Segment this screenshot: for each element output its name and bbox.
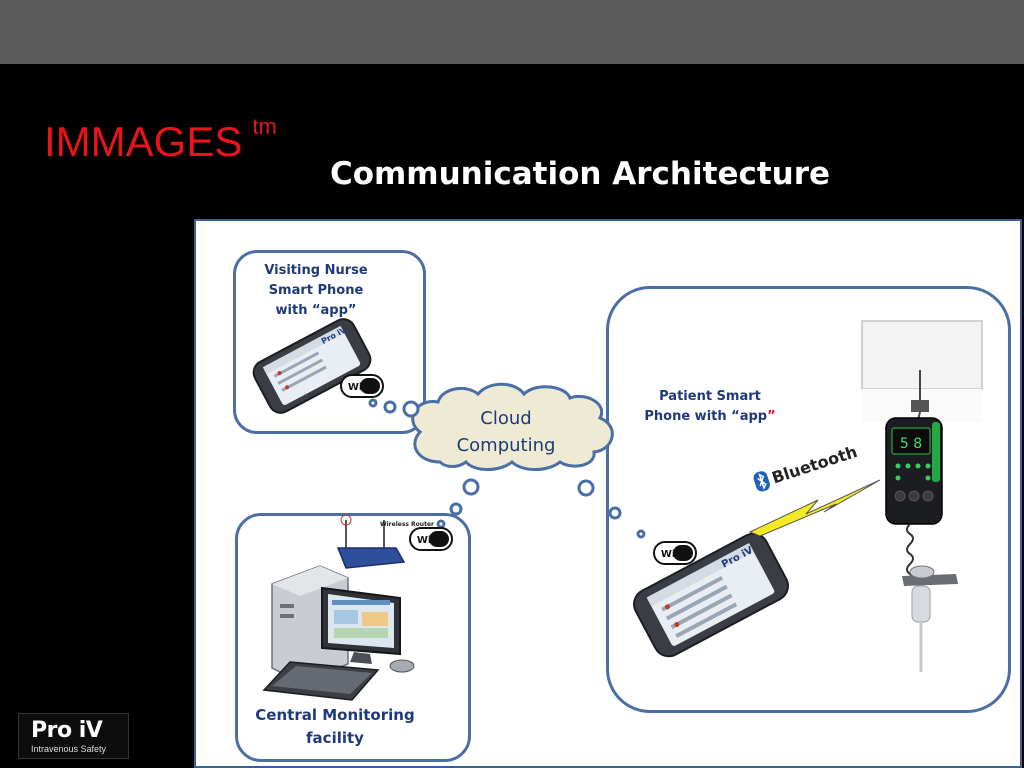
slide-title: Communication Architecture [329, 156, 831, 192]
cloud-label-line2: Computing [457, 435, 556, 456]
svg-text:Wi Fi: Wi Fi [417, 535, 445, 546]
dot-patient-1 [577, 479, 595, 497]
nurse-label: Visiting Nurse Smart Phone with “app” [264, 263, 368, 318]
wifi-badge-nurse: Wi Fi [340, 374, 384, 398]
wireless-router-icon: Wireless Router [336, 514, 434, 569]
dot-central-3 [436, 519, 446, 529]
dot-nurse-1 [368, 398, 378, 408]
patient-label: Patient Smart Phone with “app” [644, 389, 776, 424]
proiv-logo: Pro iV Intravenous Safety [18, 713, 129, 759]
dot-nurse-2 [383, 400, 397, 414]
logo-main-text: Pro iV [31, 718, 103, 743]
wifi-badge-patient: Wi Fi [653, 541, 697, 565]
svg-text:Wi Fi: Wi Fi [348, 382, 376, 393]
router-label: Wireless Router [380, 521, 434, 528]
bluetooth-logo: Bluetooth [753, 442, 860, 492]
bluetooth-label: Bluetooth [769, 442, 859, 487]
pump-display: 5 8 [900, 436, 922, 452]
dot-patient-3 [636, 529, 646, 539]
cloud-label-line1: Cloud [480, 408, 531, 429]
patient-phone-icon: Pro iV [633, 532, 789, 658]
connector-dots [368, 398, 646, 539]
dot-patient-2 [608, 506, 622, 520]
dot-nurse-3 [402, 400, 420, 418]
dot-central-1 [462, 478, 480, 496]
lightning-bolt-icon [748, 479, 881, 537]
trademark-mark: tm [252, 114, 277, 139]
brand-title: IMMAGES tm [44, 116, 277, 163]
logo-sub-text: Intravenous Safety [31, 744, 107, 754]
brand-name: IMMAGES [44, 118, 243, 165]
nurse-phone-icon: Pro iV [252, 318, 372, 414]
wifi-badge-router: Wi Fi [409, 527, 453, 551]
cloud-shape [411, 382, 614, 471]
dot-central-2 [449, 502, 463, 516]
iv-pump-icon: 5 8 [861, 320, 983, 672]
top-bar [0, 0, 1024, 64]
desktop-computer-icon [262, 565, 415, 701]
central-label: Central Monitoring facility [255, 706, 415, 747]
svg-text:Wi Fi: Wi Fi [661, 549, 689, 560]
